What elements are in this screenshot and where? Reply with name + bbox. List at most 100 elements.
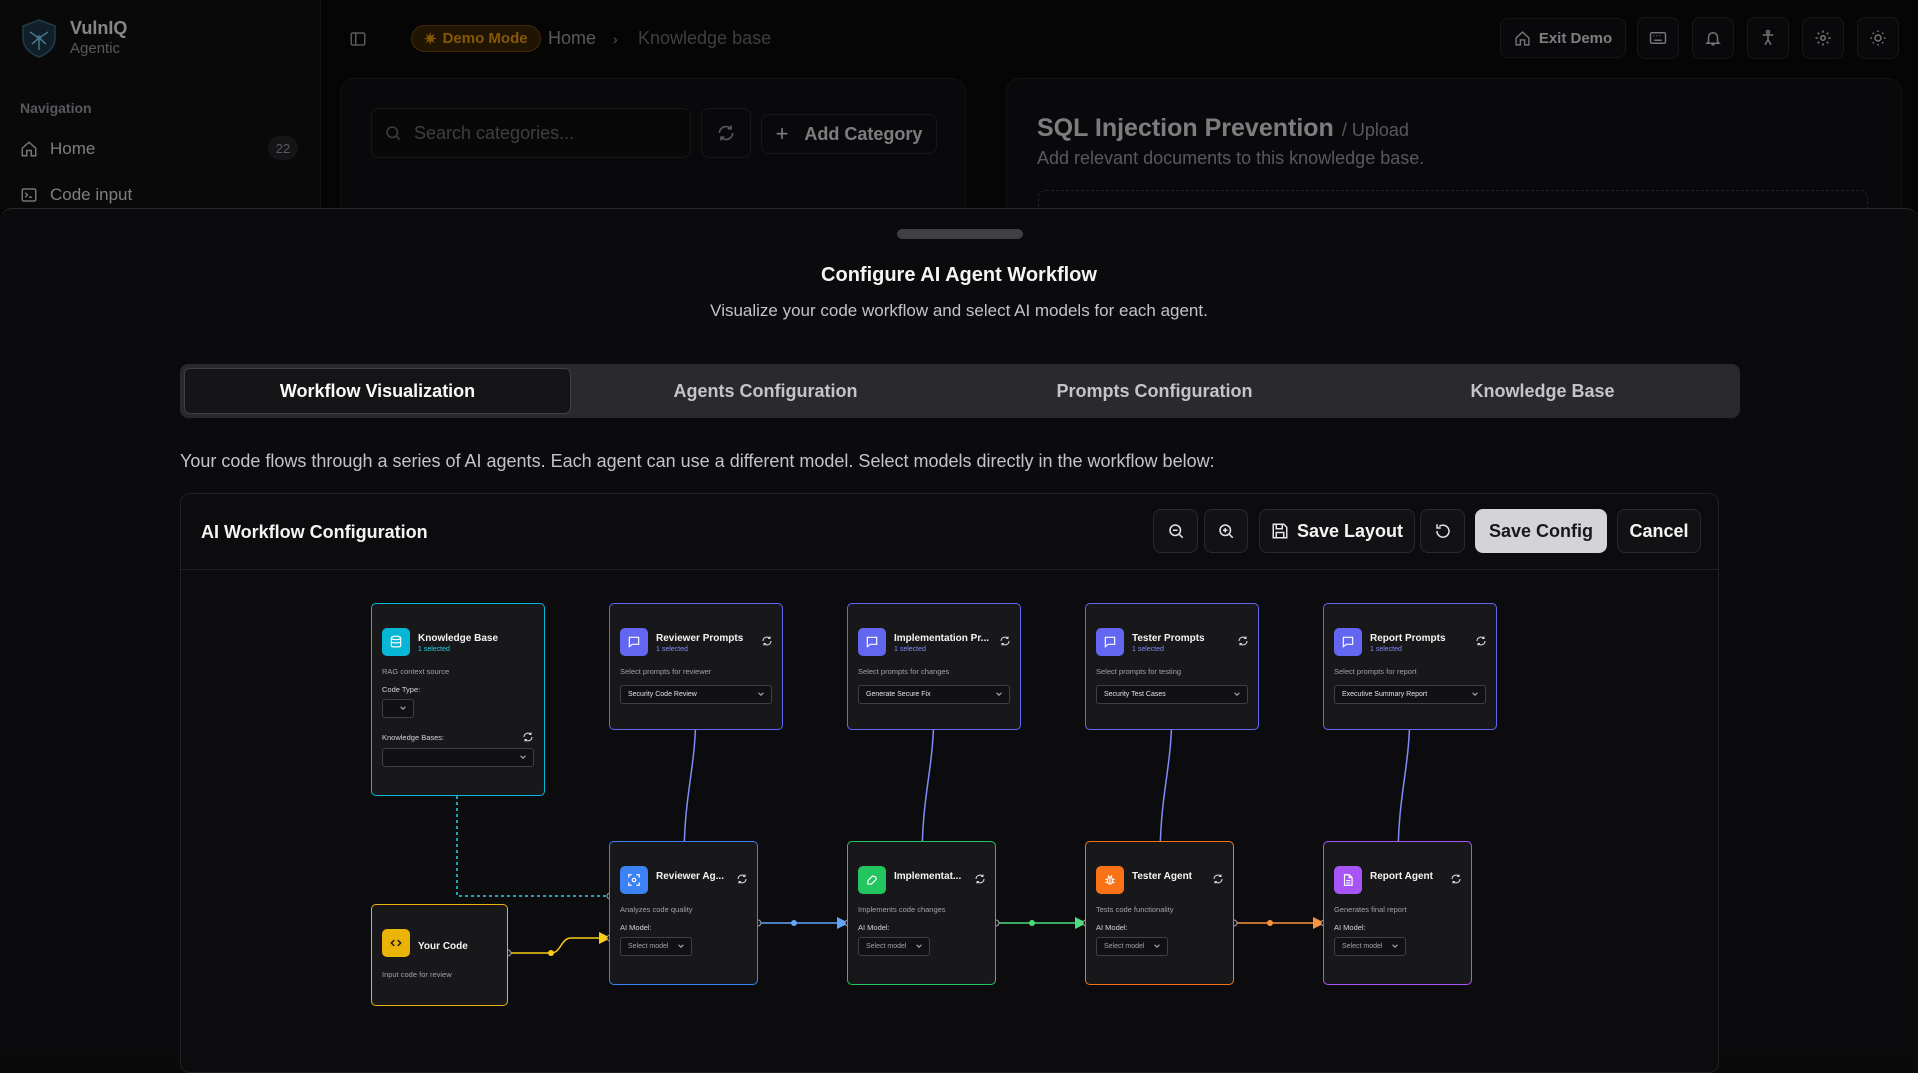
tester-agent-node[interactable]: Tester Agent Tests code functionality AI… (1085, 841, 1234, 985)
prompt-select[interactable]: Security Code Review (620, 685, 772, 704)
save-icon (1272, 523, 1288, 539)
node-selected-count: 1 selected (894, 646, 926, 653)
kb-title-text: SQL Injection Prevention (1037, 114, 1334, 142)
report-agent-node[interactable]: Report Agent Generates final report AI M… (1323, 841, 1472, 985)
toggle-sidebar-button[interactable] (337, 18, 379, 60)
refresh-icon[interactable] (1237, 635, 1249, 647)
edge-implementation-prompts (916, 706, 935, 867)
node-selected-count: 1 selected (418, 646, 450, 653)
breadcrumb-home[interactable]: Home (548, 28, 597, 48)
theme-toggle-button[interactable] (1857, 17, 1899, 59)
node-description: Select prompts for reviewer (620, 667, 712, 676)
prompt-select[interactable]: Generate Secure Fix (858, 685, 1010, 704)
home-count-badge: 22 (268, 136, 298, 160)
refresh-icon[interactable] (736, 873, 748, 885)
kb-title-suffix: / Upload (1341, 120, 1409, 140)
node-description: RAG context source (382, 667, 450, 676)
code-type-select[interactable] (382, 699, 414, 718)
workflow-title: AI Workflow Configuration (201, 522, 428, 542)
your-code-node[interactable]: Your Code Input code for review (371, 904, 508, 1006)
demo-mode-label: Demo Mode (442, 30, 528, 47)
keyboard-shortcuts-button[interactable] (1637, 17, 1679, 59)
tab-prompts-configuration[interactable]: Prompts Configuration (1056, 380, 1253, 401)
wrench-icon (858, 866, 886, 894)
refresh-icon[interactable] (1475, 635, 1487, 647)
implementation-agent-node[interactable]: Implementat... Implements code changes A… (847, 841, 996, 985)
sidebar-item-code-input[interactable]: Code input (20, 181, 132, 209)
refresh-icon[interactable] (999, 635, 1011, 647)
kb-description: Add relevant documents to this knowledge… (1037, 148, 1425, 168)
gear-icon (1815, 30, 1831, 46)
demo-mode-badge: ✷ Demo Mode (411, 25, 541, 52)
model-select-value: Select model (866, 943, 907, 950)
workflow-canvas[interactable]: Knowledge Base 1 selected RAG context so… (181, 571, 1718, 1072)
ai-model-label: AI Model: (858, 923, 890, 932)
implementation-prompts-node[interactable]: Implementation Pr... 1 selected Select p… (847, 603, 1021, 730)
sidebar-toggle-icon (350, 32, 366, 46)
tab-agents-configuration[interactable]: Agents Configuration (673, 380, 858, 401)
search-categories-input[interactable]: Search categories... (371, 108, 691, 158)
knowledge-bases-select[interactable] (382, 748, 534, 767)
refresh-categories-button[interactable] (701, 108, 751, 158)
app-name: VulnIQ (70, 18, 128, 38)
node-description: Select prompts for report (1334, 667, 1417, 676)
report-prompts-node[interactable]: Report Prompts 1 selected Select prompts… (1323, 603, 1497, 730)
plus-icon: + (775, 121, 789, 146)
exit-demo-button[interactable]: Exit Demo (1500, 18, 1626, 58)
node-title: Report Agent (1370, 871, 1433, 882)
chevron-down-icon (520, 755, 526, 760)
prompt-select[interactable]: Executive Summary Report (1334, 685, 1486, 704)
model-select[interactable]: Select model (1096, 937, 1168, 956)
add-category-button[interactable]: + Add Category (761, 114, 937, 154)
settings-button[interactable] (1802, 17, 1844, 59)
nav-heading: Navigation (20, 100, 92, 116)
home-icon (1515, 30, 1530, 46)
scan-icon (620, 866, 648, 894)
accessibility-button[interactable] (1747, 17, 1789, 59)
search-placeholder: Search categories... (414, 122, 575, 143)
refresh-icon[interactable] (761, 635, 773, 647)
node-title: Reviewer Prompts (656, 633, 744, 644)
prompt-select[interactable]: Security Test Cases (1096, 685, 1248, 704)
notifications-button[interactable] (1692, 17, 1734, 59)
reviewer-agent-node[interactable]: Reviewer Ag... Analyzes code quality AI … (609, 841, 758, 985)
zoom-out-button[interactable] (1153, 509, 1198, 553)
ai-model-label: AI Model: (1096, 923, 1128, 932)
workflow-card-header: AI Workflow Configuration Save Layout Sa… (181, 494, 1718, 570)
refresh-icon[interactable] (1450, 873, 1462, 885)
tab-workflow-visualization[interactable]: Workflow Visualization (184, 368, 571, 414)
shield-logo-icon (22, 19, 56, 58)
tab-knowledge-base[interactable]: Knowledge Base (1470, 380, 1615, 401)
edge-reviewer-prompts (678, 706, 697, 867)
refresh-icon[interactable] (522, 731, 534, 743)
code-icon (382, 929, 410, 957)
knowledge-base-node[interactable]: Knowledge Base 1 selected RAG context so… (371, 603, 545, 796)
model-select[interactable]: Select model (858, 937, 930, 956)
save-layout-button[interactable]: Save Layout (1259, 509, 1415, 553)
save-config-button[interactable]: Save Config (1475, 509, 1607, 553)
workflow-card: AI Workflow Configuration Save Layout Sa… (180, 493, 1719, 1073)
model-select[interactable]: Select model (1334, 937, 1406, 956)
zoom-in-button[interactable] (1204, 509, 1248, 553)
bug-icon (1096, 866, 1124, 894)
cancel-button[interactable]: Cancel (1617, 509, 1701, 553)
refresh-icon[interactable] (1212, 873, 1224, 885)
dialog-description: Visualize your code workflow and select … (710, 301, 1208, 320)
prompt-select-value: Executive Summary Report (1342, 691, 1428, 698)
node-description: Select prompts for changes (858, 667, 950, 676)
edge-code-reviewer (509, 932, 611, 954)
reset-layout-button[interactable] (1420, 509, 1465, 553)
sidebar: VulnIQ Agentic Navigation Home 22 Code i… (0, 0, 321, 210)
refresh-icon[interactable] (974, 873, 986, 885)
ai-model-label: AI Model: (1334, 923, 1366, 932)
chevron-down-icon (400, 706, 406, 711)
tester-prompts-node[interactable]: Tester Prompts 1 selected Select prompts… (1085, 603, 1259, 730)
sheet-drag-handle[interactable] (897, 229, 1023, 239)
node-title: Report Prompts (1370, 633, 1446, 644)
chevron-down-icon (758, 692, 764, 697)
reviewer-prompts-node[interactable]: Reviewer Prompts 1 selected Select promp… (609, 603, 783, 730)
exit-demo-label: Exit Demo (1538, 29, 1613, 47)
sidebar-item-home[interactable]: Home (20, 135, 95, 163)
model-select[interactable]: Select model (620, 937, 692, 956)
chevron-down-icon (916, 944, 922, 949)
